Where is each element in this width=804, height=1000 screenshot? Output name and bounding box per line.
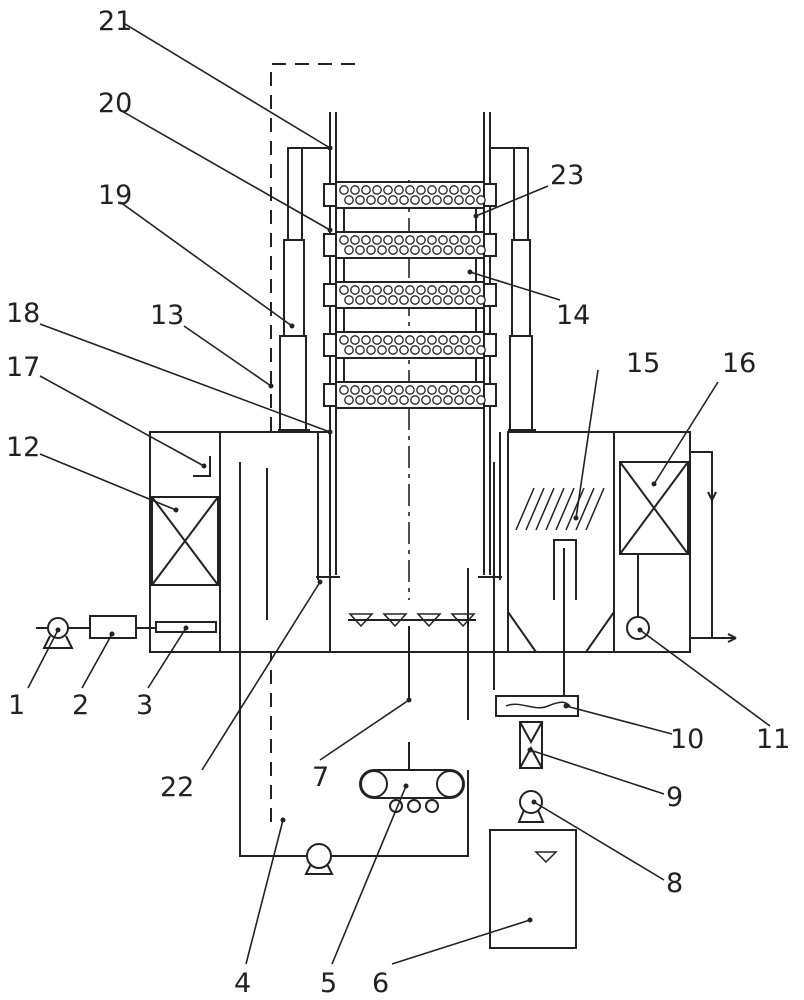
leader-10 (565, 705, 673, 735)
part-17-pipe (193, 456, 211, 477)
return-pump (306, 843, 332, 869)
dashed-enclosure (270, 63, 355, 822)
return-loop (239, 652, 469, 857)
leader-dots (55, 145, 657, 923)
pump-1-base (42, 635, 74, 649)
label-9: 9 (666, 782, 683, 813)
label-3: 3 (136, 690, 153, 721)
leader-22 (201, 581, 321, 771)
leader-6 (391, 919, 531, 965)
pump-8 (519, 790, 543, 814)
return-pump-base (304, 863, 334, 875)
label-23: 23 (550, 160, 584, 191)
tray-stack (323, 181, 497, 409)
label-16: 16 (722, 348, 756, 379)
tray-1 (323, 181, 497, 232)
tray-4 (323, 331, 497, 382)
label-5: 5 (320, 968, 337, 999)
leader-7 (319, 699, 410, 761)
leader-18 (39, 323, 331, 433)
part-6-level-mark (534, 851, 558, 864)
label-2: 2 (72, 690, 89, 721)
label-21: 21 (98, 6, 132, 37)
right-column-base (509, 335, 533, 433)
label-20: 20 (98, 88, 132, 119)
right-column-top (513, 147, 529, 241)
leader-14 (469, 271, 561, 301)
tray-5 (323, 381, 497, 409)
label-15: 15 (626, 348, 660, 379)
label-11: 11 (756, 724, 790, 755)
discharge-arrow (727, 633, 737, 643)
leader-16 (653, 381, 719, 485)
leader-9 (529, 749, 665, 795)
conveyor-roller-left (360, 770, 388, 798)
part-12-cross (151, 496, 219, 586)
leader-8 (533, 801, 665, 881)
outlet-arrow-down (707, 491, 717, 501)
leader-5 (331, 785, 407, 965)
label-18: 18 (6, 298, 40, 329)
tray-3 (323, 281, 497, 332)
riser-cap (553, 539, 577, 600)
label-22: 22 (160, 772, 194, 803)
part-10-dosing (495, 695, 579, 717)
leader-20 (119, 109, 331, 231)
label-14: 14 (556, 300, 590, 331)
part-6-tank (489, 829, 577, 949)
conveyor-wheel-2 (407, 799, 421, 813)
leader-19 (119, 201, 293, 327)
conveyor-wheel-3 (425, 799, 439, 813)
left-column-top (287, 147, 303, 241)
part-7-diffusers (348, 613, 476, 628)
part-2-filter (89, 615, 137, 639)
part-10-wave (505, 701, 571, 709)
label-8: 8 (666, 868, 683, 899)
part-15-inclined-plates (515, 487, 605, 531)
left-column-base (279, 335, 307, 433)
pump-11 (626, 616, 650, 640)
leader-17 (39, 375, 205, 467)
leader-3 (147, 627, 187, 689)
leader-15 (575, 369, 599, 519)
leader-4 (245, 819, 284, 965)
label-12: 12 (6, 432, 40, 463)
conveyor-roller-right (436, 770, 464, 798)
leader-11 (639, 629, 771, 727)
label-7: 7 (312, 762, 329, 793)
leader-21 (124, 23, 331, 149)
tray-2 (323, 231, 497, 282)
part-16-cross (619, 461, 689, 555)
label-4: 4 (234, 968, 251, 999)
leader-1 (27, 629, 59, 689)
label-13: 13 (150, 300, 184, 331)
label-6: 6 (372, 968, 389, 999)
leader-12 (39, 453, 177, 511)
right-hopper (507, 611, 615, 653)
label-10: 10 (670, 724, 704, 755)
label-17: 17 (6, 352, 40, 383)
label-19: 19 (98, 180, 132, 211)
pump-8-base (517, 809, 545, 823)
leader-23 (475, 185, 549, 217)
label-1: 1 (8, 690, 25, 721)
outlet-pipe (690, 451, 713, 638)
leader-2 (81, 633, 113, 689)
leader-13 (183, 325, 272, 387)
